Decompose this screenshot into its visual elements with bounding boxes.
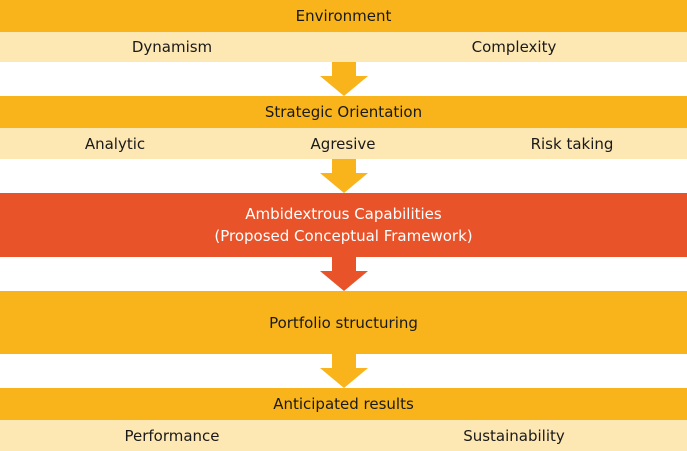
environment-factors-row: Dynamism Complexity — [0, 32, 687, 62]
strategic-orientation-header: Strategic Orientation — [0, 96, 687, 128]
factor-analytic: Analytic — [84, 134, 146, 153]
factor-performance: Performance — [124, 426, 220, 445]
environment-title: Environment — [295, 7, 392, 25]
portfolio-structuring-box: Portfolio structuring — [0, 291, 687, 354]
factor-dynamism: Dynamism — [131, 38, 213, 56]
arrow-down-icon — [320, 257, 368, 291]
factor-sustainability: Sustainability — [463, 426, 565, 445]
factor-agresive: Agresive — [310, 134, 376, 153]
anticipated-results-title: Anticipated results — [273, 395, 414, 413]
portfolio-title: Portfolio structuring — [269, 313, 418, 332]
factor-risk-taking: Risk taking — [530, 134, 614, 153]
strategic-orientation-factors-row: Analytic Agresive Risk taking — [0, 128, 687, 159]
anticipated-results-header: Anticipated results — [0, 388, 687, 420]
factor-complexity: Complexity — [471, 38, 557, 56]
ambidextrous-capabilities-box: Ambidextrous Capabilities (Proposed Conc… — [0, 193, 687, 257]
strategic-orientation-title: Strategic Orientation — [264, 103, 423, 121]
anticipated-results-factors-row: Performance Sustainability — [0, 420, 687, 451]
arrow-down-icon — [320, 62, 368, 96]
environment-header: Environment — [0, 0, 687, 32]
ambidextrous-subtitle: (Proposed Conceptual Framework) — [214, 227, 473, 245]
arrow-down-icon — [320, 354, 368, 388]
ambidextrous-title: Ambidextrous Capabilities — [245, 205, 442, 223]
arrow-down-icon — [320, 159, 368, 193]
